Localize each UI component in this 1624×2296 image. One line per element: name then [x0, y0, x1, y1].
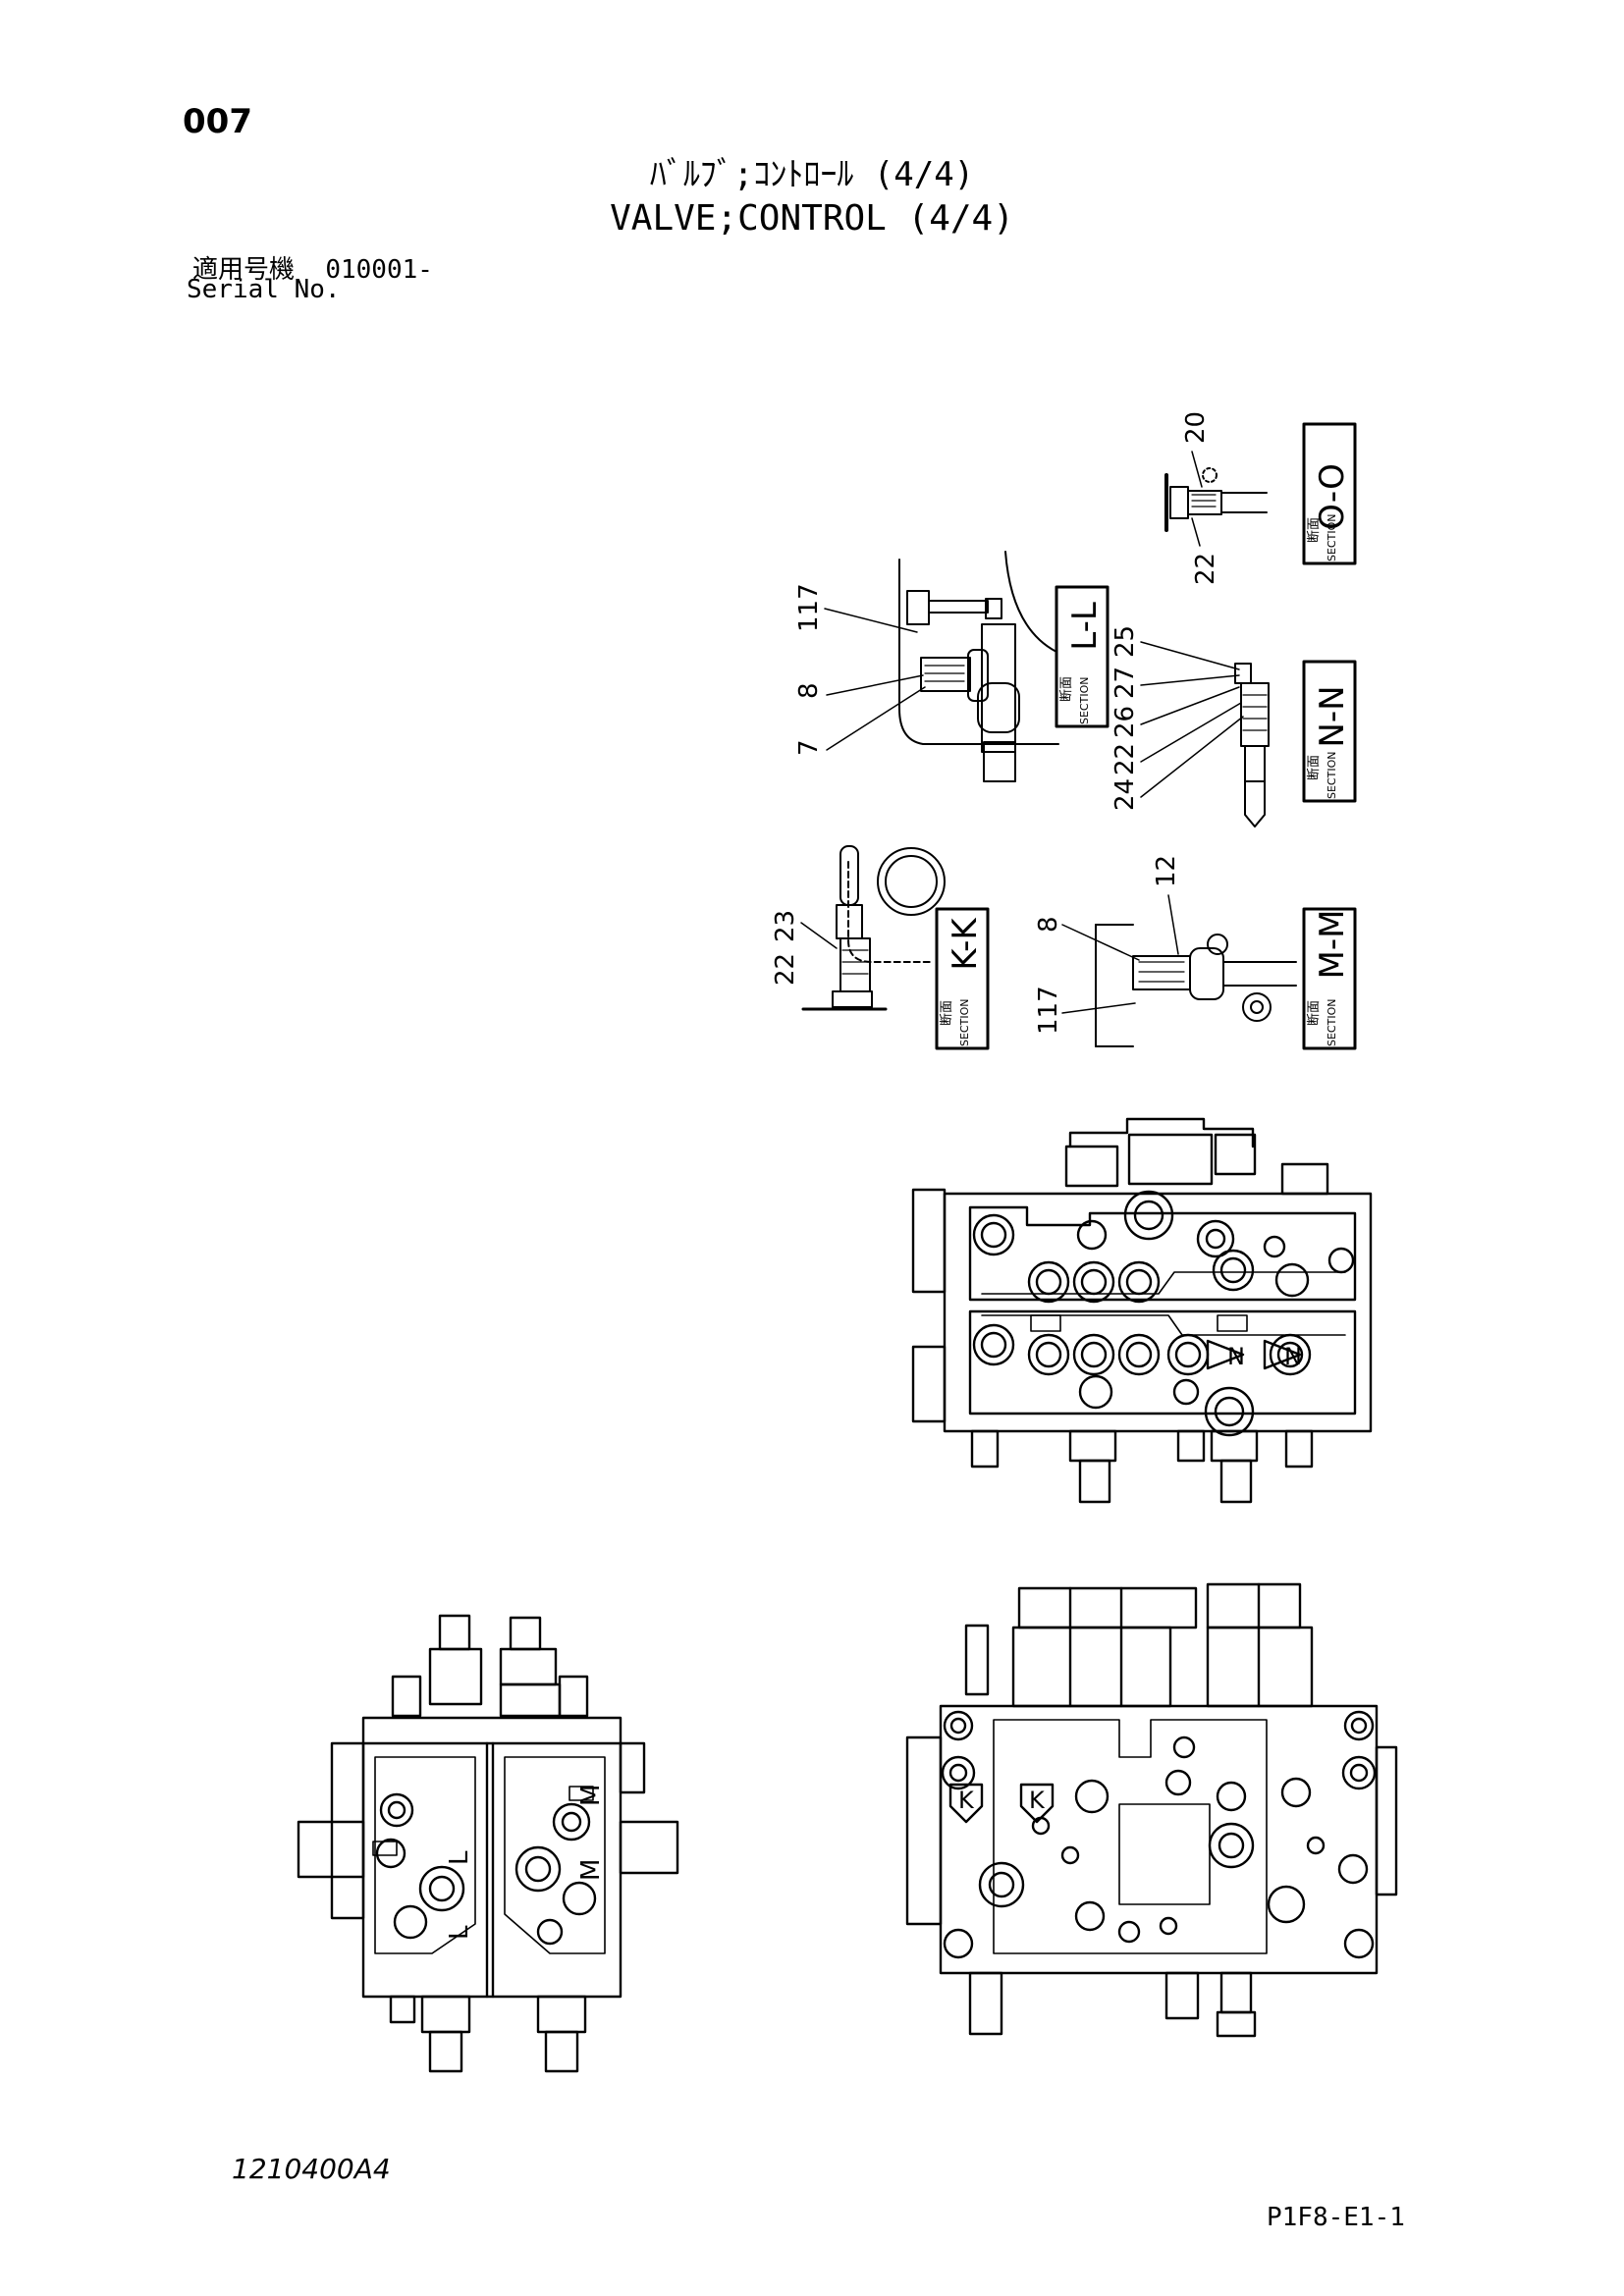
part-number-25: 25	[1110, 625, 1140, 658]
section-L-L-drawing: 117 8 7	[794, 551, 1059, 782]
section-label-O-O: O-O 断面 SECTION	[1302, 422, 1357, 565]
part-number-12: 12	[1152, 855, 1181, 887]
part-number-26: 26	[1110, 706, 1140, 738]
section-word-K-K: SECTION	[958, 999, 971, 1046]
section-word-L-L: SECTION	[1078, 677, 1091, 724]
part-number-117-m: 117	[1034, 986, 1063, 1035]
section-word-N-N: SECTION	[1326, 752, 1338, 799]
serial-label-en: Serial No.	[187, 275, 341, 304]
section-kanji-O-O: 断面	[1307, 517, 1322, 543]
section-K-K-drawing: 23 22	[771, 845, 946, 1011]
section-N-N-drawing: 25 27 26 22 24	[1110, 625, 1270, 828]
section-id-N-N: N-N	[1313, 685, 1352, 747]
assembly-side-view: M L M L	[297, 1614, 679, 2073]
section-M-M-drawing: 12 8 117	[1034, 855, 1297, 1047]
part-number-23: 23	[771, 910, 800, 942]
sheet-code: P1F8-E1-1	[1267, 2203, 1405, 2232]
view-marker-L2: L	[445, 1925, 474, 1940]
assembly-bottom-view: K K	[905, 1582, 1398, 2038]
section-label-K-K: K-K 断面 SECTION	[935, 907, 990, 1050]
view-marker-K2: K	[1029, 1787, 1046, 1814]
section-kanji-L-L: 断面	[1059, 676, 1074, 702]
part-number-7-l: 7	[794, 739, 824, 756]
section-id-M-M: M-M	[1313, 910, 1352, 980]
section-id-O-O: O-O	[1313, 463, 1352, 530]
view-marker-N2: N	[1284, 1343, 1302, 1370]
part-number-8-m: 8	[1034, 916, 1063, 933]
part-number-20: 20	[1181, 411, 1211, 444]
section-label-N-N: N-N 断面 SECTION	[1302, 660, 1357, 803]
assembly-top-view: N N	[911, 1117, 1373, 1504]
part-number-22-k: 22	[771, 953, 800, 986]
part-number-22-o: 22	[1191, 553, 1220, 585]
section-label-M-M: M-M 断面 SECTION	[1302, 907, 1357, 1050]
serial-value: 010001-	[325, 255, 433, 285]
section-word-M-M: SECTION	[1326, 999, 1338, 1046]
section-O-O-drawing: 20 22	[1164, 411, 1268, 585]
part-number-22-n: 22	[1110, 743, 1140, 775]
view-marker-L1: L	[445, 1850, 474, 1865]
section-id-K-K: K-K	[946, 917, 985, 971]
title-english: VALVE;CONTROL (4/4)	[610, 198, 1014, 239]
part-number-27: 27	[1110, 667, 1140, 699]
section-kanji-M-M: 断面	[1307, 1000, 1322, 1026]
part-number-24: 24	[1110, 778, 1140, 811]
view-marker-M2: M	[576, 1859, 606, 1881]
section-id-L-L: L-L	[1065, 602, 1105, 651]
section-label-L-L: L-L 断面 SECTION	[1055, 585, 1110, 728]
view-marker-M1: M	[576, 1785, 606, 1806]
section-kanji-N-N: 断面	[1307, 755, 1322, 780]
part-number-8-l: 8	[794, 682, 824, 699]
section-kanji-K-K: 断面	[940, 1000, 954, 1026]
section-word-O-O: SECTION	[1326, 514, 1338, 561]
title-japanese: ﾊﾞﾙﾌﾞ;ｺﾝﾄﾛｰﾙ (4/4)	[649, 155, 975, 194]
view-marker-K1: K	[958, 1787, 975, 1814]
part-number-117-l: 117	[794, 583, 824, 632]
serial-label-jp: 適用号機	[192, 255, 296, 285]
serial-applicability: 適用号機 010001-	[192, 249, 433, 286]
drawing-number: 1210400A4	[232, 2153, 391, 2185]
view-marker-N1: N	[1227, 1343, 1245, 1370]
page-number: 007	[183, 102, 252, 141]
